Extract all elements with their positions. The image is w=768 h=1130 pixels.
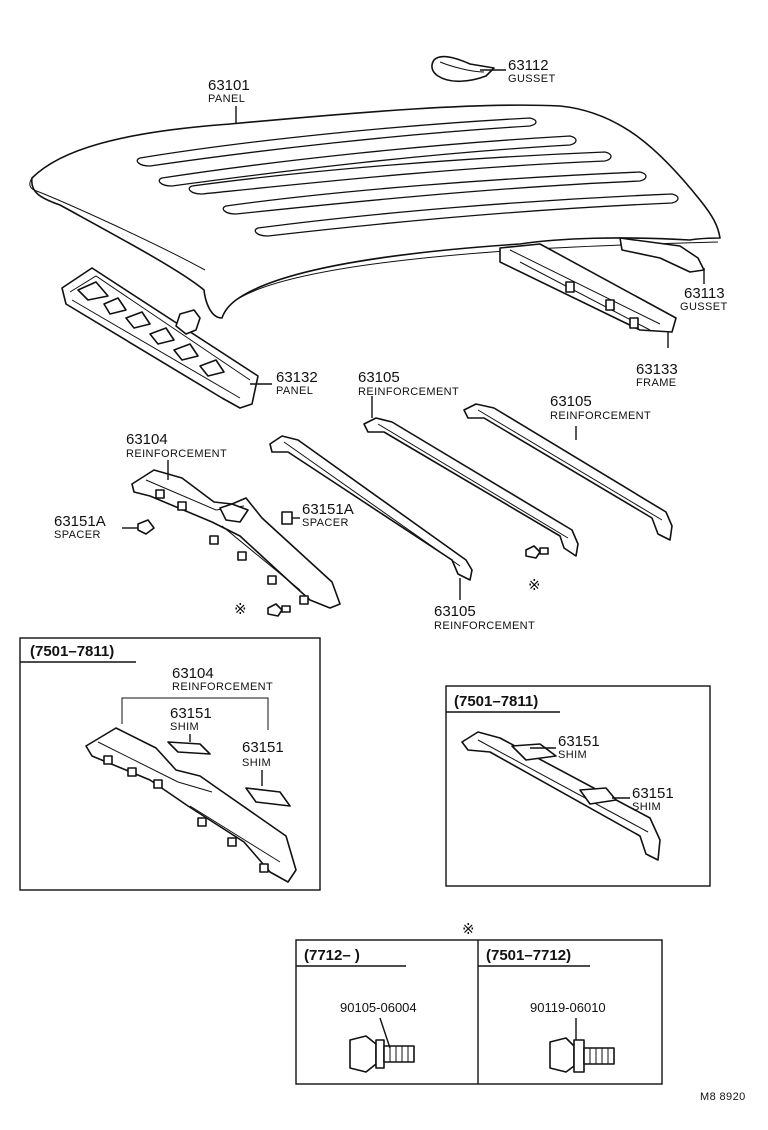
part-number: 63132 xyxy=(276,369,318,386)
part-number: 63151 xyxy=(632,785,674,802)
label-63151A-right: 63151A SPACER xyxy=(302,501,354,529)
part-name: GUSSET xyxy=(508,73,556,85)
mark-symbol: ※ xyxy=(462,921,475,938)
reinforcement-left xyxy=(269,435,473,600)
gusset-top xyxy=(431,55,506,83)
part-number: 63104 xyxy=(172,665,214,682)
part-number: 63104 xyxy=(126,431,168,448)
flange-bolt-left xyxy=(349,1017,415,1073)
diagram-code: M8 8920 xyxy=(700,1091,746,1103)
label-63113: 63113 GUSSET xyxy=(680,285,728,313)
bolt-table: ※ (7712– ) (7501–7712) 90105-06004 90119… xyxy=(295,921,663,1085)
bolt-range-left: (7712– ) xyxy=(304,947,360,964)
part-name: SHIM xyxy=(558,749,587,761)
part-name: FRAME xyxy=(636,377,677,389)
mark-symbol: ※ xyxy=(234,601,247,618)
label-63132: 63132 PANEL xyxy=(276,369,318,397)
washer-bolt-right xyxy=(549,1018,615,1073)
frame-rear xyxy=(499,243,677,348)
part-name: REINFORCEMENT xyxy=(172,681,273,693)
label-63112: 63112 GUSSET xyxy=(508,57,556,85)
part-name: REINFORCEMENT xyxy=(358,386,459,398)
part-name: PANEL xyxy=(276,385,313,397)
front-header-panel xyxy=(61,267,272,409)
part-name: SPACER xyxy=(54,529,101,541)
inset-range: (7501–7811) xyxy=(454,693,538,710)
part-name: PANEL xyxy=(208,93,245,105)
part-number: 63113 xyxy=(684,285,725,302)
bolt-part-number: 90105-06004 xyxy=(340,1000,417,1015)
part-number: 63105 xyxy=(434,603,476,620)
spacer-right xyxy=(281,511,300,525)
part-number: 63112 xyxy=(508,57,549,74)
part-name: SPACER xyxy=(302,517,349,529)
part-number: 63151 xyxy=(242,739,284,756)
part-name: REINFORCEMENT xyxy=(434,620,535,632)
part-name: SHIM xyxy=(242,757,271,769)
reinforcement-middle xyxy=(363,396,579,557)
bolt-part-number: 90119-06010 xyxy=(530,1000,606,1015)
inset-left: (7501–7811) 63104 REINFORCEMENT 63151 SH… xyxy=(19,637,321,891)
part-number: 63105 xyxy=(358,369,400,386)
spacer-left xyxy=(122,519,155,535)
part-name: GUSSET xyxy=(680,301,728,313)
label-63151A-left: 63151A SPACER xyxy=(54,513,106,541)
bolt-small-left xyxy=(267,603,291,617)
label-63101: 63101 PANEL xyxy=(208,77,250,124)
mark-symbol: ※ xyxy=(528,577,541,594)
part-number: 63151 xyxy=(558,733,600,750)
gusset-rear xyxy=(619,237,705,284)
inset-right: (7501–7811) 63151 SHIM 63151 SHIM xyxy=(445,685,711,887)
part-number: 63151 xyxy=(170,705,212,722)
roof-panel xyxy=(29,104,721,319)
label-63105-left: 63105 REINFORCEMENT xyxy=(434,603,535,632)
label-63105-middle: 63105 REINFORCEMENT xyxy=(358,369,459,398)
reinforcement-right xyxy=(463,403,673,541)
part-name: SHIM xyxy=(170,721,199,733)
part-number: 63151A xyxy=(54,513,106,530)
bolt-range-right: (7501–7712) xyxy=(486,947,571,964)
part-name: REINFORCEMENT xyxy=(126,448,227,460)
part-name: SHIM xyxy=(632,801,661,813)
part-name: REINFORCEMENT xyxy=(550,410,651,422)
label-63133: 63133 FRAME xyxy=(636,361,678,389)
front-reinforcement xyxy=(131,460,341,609)
part-number: 63151A xyxy=(302,501,354,518)
part-number: 63101 xyxy=(208,77,250,94)
part-number: 63105 xyxy=(550,393,592,410)
bolt-small-right xyxy=(525,545,549,559)
label-63105-right: 63105 REINFORCEMENT xyxy=(550,393,651,422)
part-number: 63133 xyxy=(636,361,678,378)
inset-range: (7501–7811) xyxy=(30,643,114,660)
label-63104: 63104 REINFORCEMENT xyxy=(126,431,227,460)
